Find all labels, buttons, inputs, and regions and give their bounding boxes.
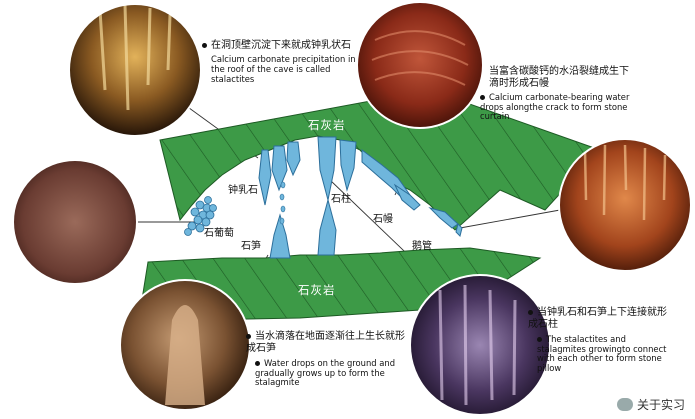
- callout-stalactite: 在洞顶壁沉淀下来就成钟乳状石 Calcium carbonate precipi…: [202, 40, 362, 85]
- label-stone-grape: 石葡萄: [204, 228, 234, 239]
- wechat-icon: [616, 398, 633, 411]
- label-goose-tube: 鹅管: [412, 241, 432, 252]
- photo-goose-tube: [559, 139, 691, 271]
- photo-stone-curtain: [357, 2, 483, 128]
- label-limestone-bottom: 石灰岩: [298, 283, 336, 297]
- photo-stone-curtain-frame: [356, 1, 484, 129]
- bullet-icon: [528, 309, 533, 315]
- bullet-icon: [202, 42, 207, 48]
- watermark: 关于实习: [616, 396, 685, 413]
- label-stone-curtain: 石幔: [373, 214, 393, 225]
- callout-curtain: 当富含碳酸钙的水沿裂缝成生下滴时形成石幔 Calcium carbonate-b…: [480, 66, 630, 122]
- callout-curtain-cn: 当富含碳酸钙的水沿裂缝成生下滴时形成石幔: [489, 66, 629, 89]
- label-stalagmite: 石笋: [241, 241, 261, 252]
- photo-stalagmite: [120, 280, 250, 410]
- label-stone-pillar: 石柱: [331, 194, 351, 205]
- bullet-icon: [480, 94, 485, 100]
- callout-stalactite-en: Calcium carbonate precipitation in the r…: [211, 53, 356, 84]
- bullet-icon: [255, 360, 260, 366]
- photo-stalactites: [69, 4, 201, 136]
- callout-stalactite-cn: 在洞顶壁沉淀下来就成钟乳状石: [211, 40, 351, 51]
- photo-stalagmite-frame: [119, 279, 251, 411]
- stone-grape-cluster: [184, 196, 217, 236]
- cave-formations: [258, 136, 463, 259]
- bullet-icon: [246, 333, 251, 339]
- photo-stone-grape-frame: [12, 159, 138, 285]
- callout-stalagmite: 当水滴落在地面逐渐往上生长就形成石笋 Water drops on the gr…: [246, 331, 406, 388]
- callout-pillar-cn: 当钟乳石和石笋上下连接就形成石柱: [528, 307, 667, 330]
- bullet-icon: [537, 336, 542, 342]
- callout-pillar-en: The stalactites and stalagmites growingt…: [537, 333, 667, 374]
- callout-curtain-en: Calcium carbonate-bearing water drops al…: [480, 91, 630, 122]
- photo-stone-pillar: [410, 275, 550, 415]
- photo-stalactites-frame: [68, 3, 202, 137]
- photo-goose-tube-frame: [558, 138, 692, 272]
- label-limestone-top: 石灰岩: [308, 118, 346, 132]
- callout-pillar: 当钟乳石和石笋上下连接就形成石柱 The stalactites and sta…: [528, 307, 676, 374]
- water-drops: [279, 181, 286, 225]
- watermark-text: 关于实习: [636, 398, 685, 412]
- photo-stone-grape: [13, 160, 137, 284]
- label-stalactite: 钟乳石: [228, 185, 258, 196]
- callout-stalagmite-cn: 当水滴落在地面逐渐往上生长就形成石笋: [246, 331, 405, 354]
- photo-stone-pillar-frame: [409, 274, 551, 416]
- callout-stalagmite-en: Water drops on the ground and gradually …: [255, 357, 396, 388]
